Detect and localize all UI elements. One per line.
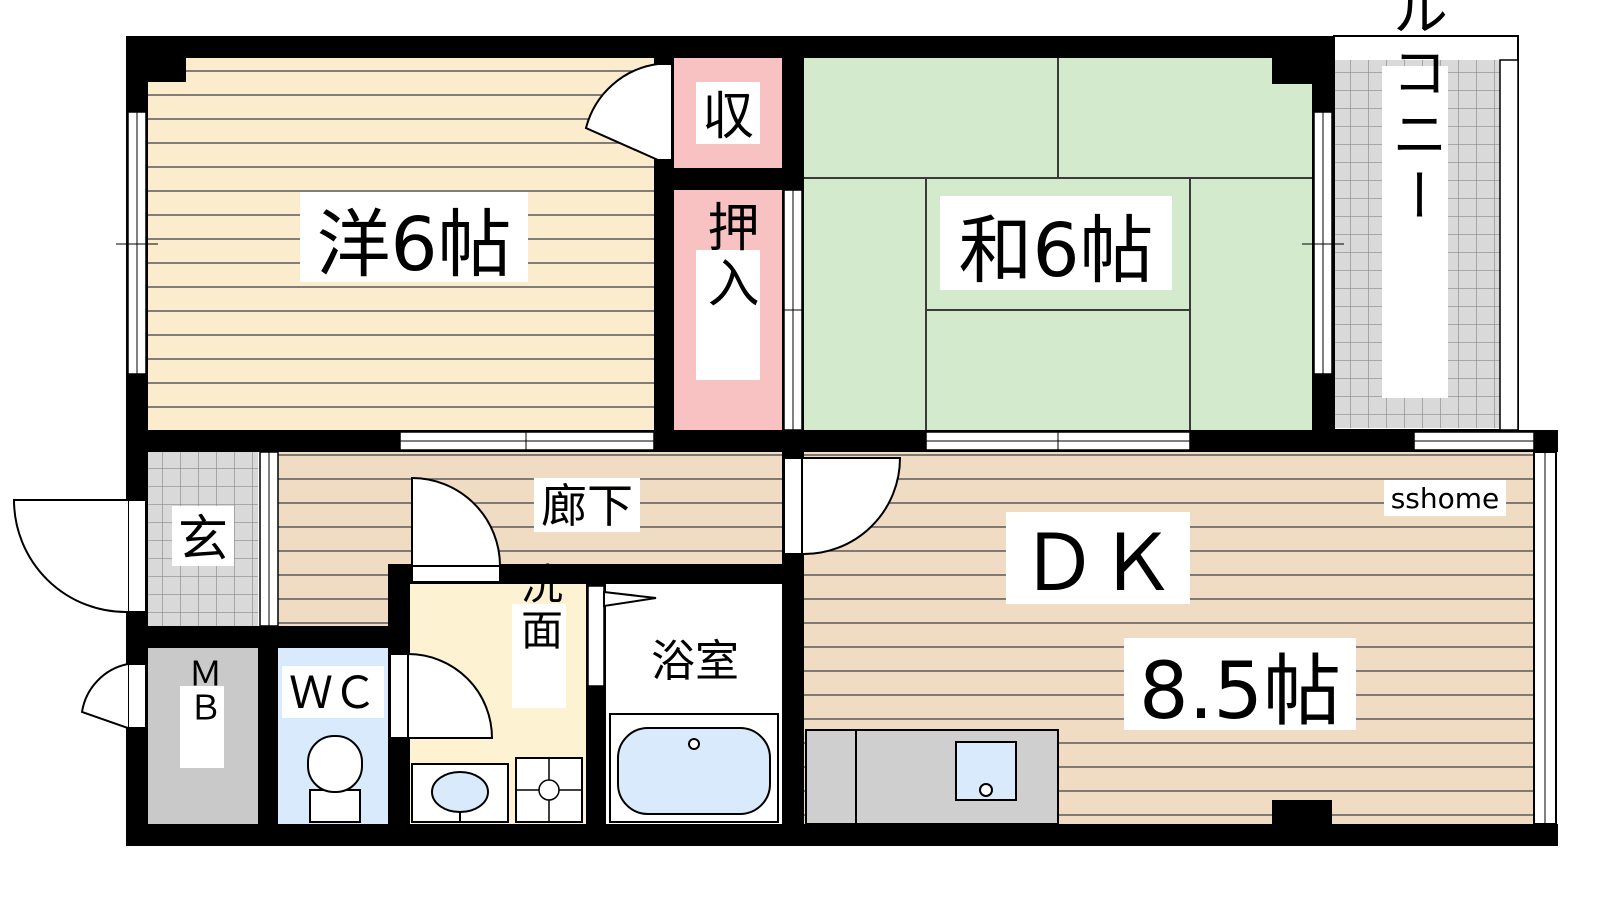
dk-label: ＤＫ 8.5帖 — [1006, 512, 1356, 737]
japanese-room-label: 和6帖 — [940, 196, 1172, 294]
balcony-text: バルコニー — [1383, 0, 1448, 229]
washroom-text: 洗面 — [515, 562, 564, 654]
balcony-label: バルコニー — [1382, 0, 1448, 398]
kitchen-counter — [805, 729, 1059, 825]
storage-label: 収 — [696, 82, 760, 147]
fixtures — [307, 713, 1059, 825]
japanese-room-text: 和6帖 — [958, 208, 1153, 294]
tatami-lines — [804, 58, 1312, 430]
entrance-label: 玄 — [172, 506, 234, 568]
hallway-text: 廊下 — [541, 479, 633, 533]
hallway-floor-lower — [278, 564, 388, 626]
windows — [116, 111, 1535, 687]
closet-label: 押入 — [696, 200, 760, 380]
storage-text: 収 — [702, 87, 754, 147]
western-room-text: 洋6帖 — [316, 202, 511, 288]
hallway-label: 廊下 — [534, 478, 640, 533]
entrance-text: 玄 — [178, 510, 228, 568]
meter-box-label: ＭＢ — [180, 656, 224, 768]
doors — [12, 63, 902, 739]
toilet-tank — [309, 789, 361, 823]
bathroom-text: 浴室 — [651, 636, 739, 687]
meter-box-text: ＭＢ — [182, 656, 222, 724]
dk-size-text: 8.5帖 — [1139, 647, 1341, 737]
bathroom-label: 浴室 — [651, 636, 739, 687]
wc-label: ＷＣ — [282, 666, 384, 719]
toilet-bowl — [307, 735, 363, 793]
hallway-floor — [278, 452, 784, 564]
dk-text: ＤＫ — [1020, 519, 1176, 609]
closet-text: 押入 — [698, 200, 758, 312]
washroom-label: 洗面 — [512, 562, 566, 708]
wc-text: ＷＣ — [289, 668, 377, 719]
watermark-text: sshome — [1391, 482, 1500, 515]
western-room-label: 洋6帖 — [300, 192, 528, 288]
watermark: sshome — [1384, 480, 1506, 516]
